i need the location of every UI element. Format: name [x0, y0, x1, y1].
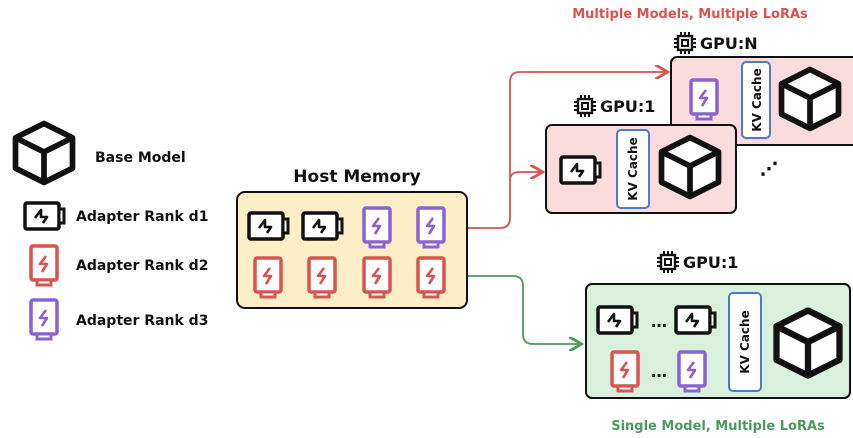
gpu-1-label: GPU:1 [600, 97, 655, 116]
single-gpu-adapter-d1-icon [674, 305, 717, 335]
single-gpu-kv-cache [728, 292, 762, 392]
more-gpus-dots: ⋰ [760, 159, 778, 180]
single-gpu-ellipsis-top: … [651, 312, 667, 331]
single-gpu-kv-cache-label: KV Cache [738, 310, 752, 373]
caption-single-model: Single Model, Multiple LoRAs [611, 419, 825, 434]
caption-multi-model: Multiple Models, Multiple LoRAs [572, 7, 808, 22]
arrow-to-single-gpu [468, 275, 580, 344]
gpu-1-multi: GPU:1 KV Cache ⋰ [545, 93, 778, 214]
host-adapter-d3-icon [416, 206, 446, 249]
single-gpu-adapter-d1-icon [596, 305, 639, 335]
host-adapter-d2-icon [253, 256, 283, 299]
gpu-1-single: GPU:1 … … KV Cache [585, 249, 851, 399]
host-adapter-d2-icon [307, 256, 337, 299]
gpu-1-adapter-d1-icon [559, 155, 602, 185]
arrow-to-gpu-n [468, 72, 666, 229]
gpu-n-label: GPU:N [700, 34, 758, 53]
arrow-to-gpu-1 [509, 172, 541, 181]
legend-adapter-d3-label: Adapter Rank d3 [76, 313, 208, 329]
single-gpu-ellipsis-bottom: … [651, 362, 667, 381]
gpu-1-chip-icon [572, 93, 598, 119]
single-gpu-label: GPU:1 [683, 253, 738, 272]
gpu-n-base-model-cube-icon [782, 70, 839, 129]
single-gpu-adapter-d3-icon [677, 350, 707, 393]
gpu-n-kv-cache-label: KV Cache [750, 68, 764, 131]
host-adapter-d1-icon [301, 211, 344, 241]
gpu-1-kv-cache [616, 129, 650, 209]
host-adapter-d2-icon [362, 256, 392, 299]
legend-adapter-d1-label: Adapter Rank d1 [76, 209, 208, 225]
host-memory-title: Host Memory [293, 167, 420, 187]
gpu-1-base-model-cube-icon [662, 138, 719, 197]
single-gpu-base-model-cube-icon [777, 311, 840, 376]
host-adapter-d3-icon [362, 206, 392, 249]
adapter-d1-icon [23, 201, 66, 231]
single-gpu-adapter-d2-icon [610, 350, 640, 393]
gpu-n-kv-cache [741, 61, 771, 139]
single-gpu-box [585, 283, 851, 399]
base-model-cube-icon [15, 124, 72, 183]
legend: Base Model Adapter Rank d1 Adapter Rank … [15, 124, 208, 341]
single-gpu-chip-icon [655, 249, 681, 275]
adapter-d3-icon [29, 298, 59, 341]
gpu-n-adapter-d3-icon [689, 78, 719, 121]
gpu-n-chip-icon [672, 30, 698, 56]
host-adapter-d2-icon [416, 256, 446, 299]
legend-adapter-d2-label: Adapter Rank d2 [76, 258, 208, 274]
gpu-1-kv-cache-label: KV Cache [626, 137, 640, 200]
host-memory: Host Memory [236, 167, 468, 309]
legend-base-model-label: Base Model [95, 150, 186, 166]
adapter-d2-icon [29, 244, 59, 287]
gpu-n: GPU:N KV Cache [670, 30, 853, 146]
host-memory-box [236, 191, 468, 309]
host-adapter-d1-icon [247, 211, 290, 241]
